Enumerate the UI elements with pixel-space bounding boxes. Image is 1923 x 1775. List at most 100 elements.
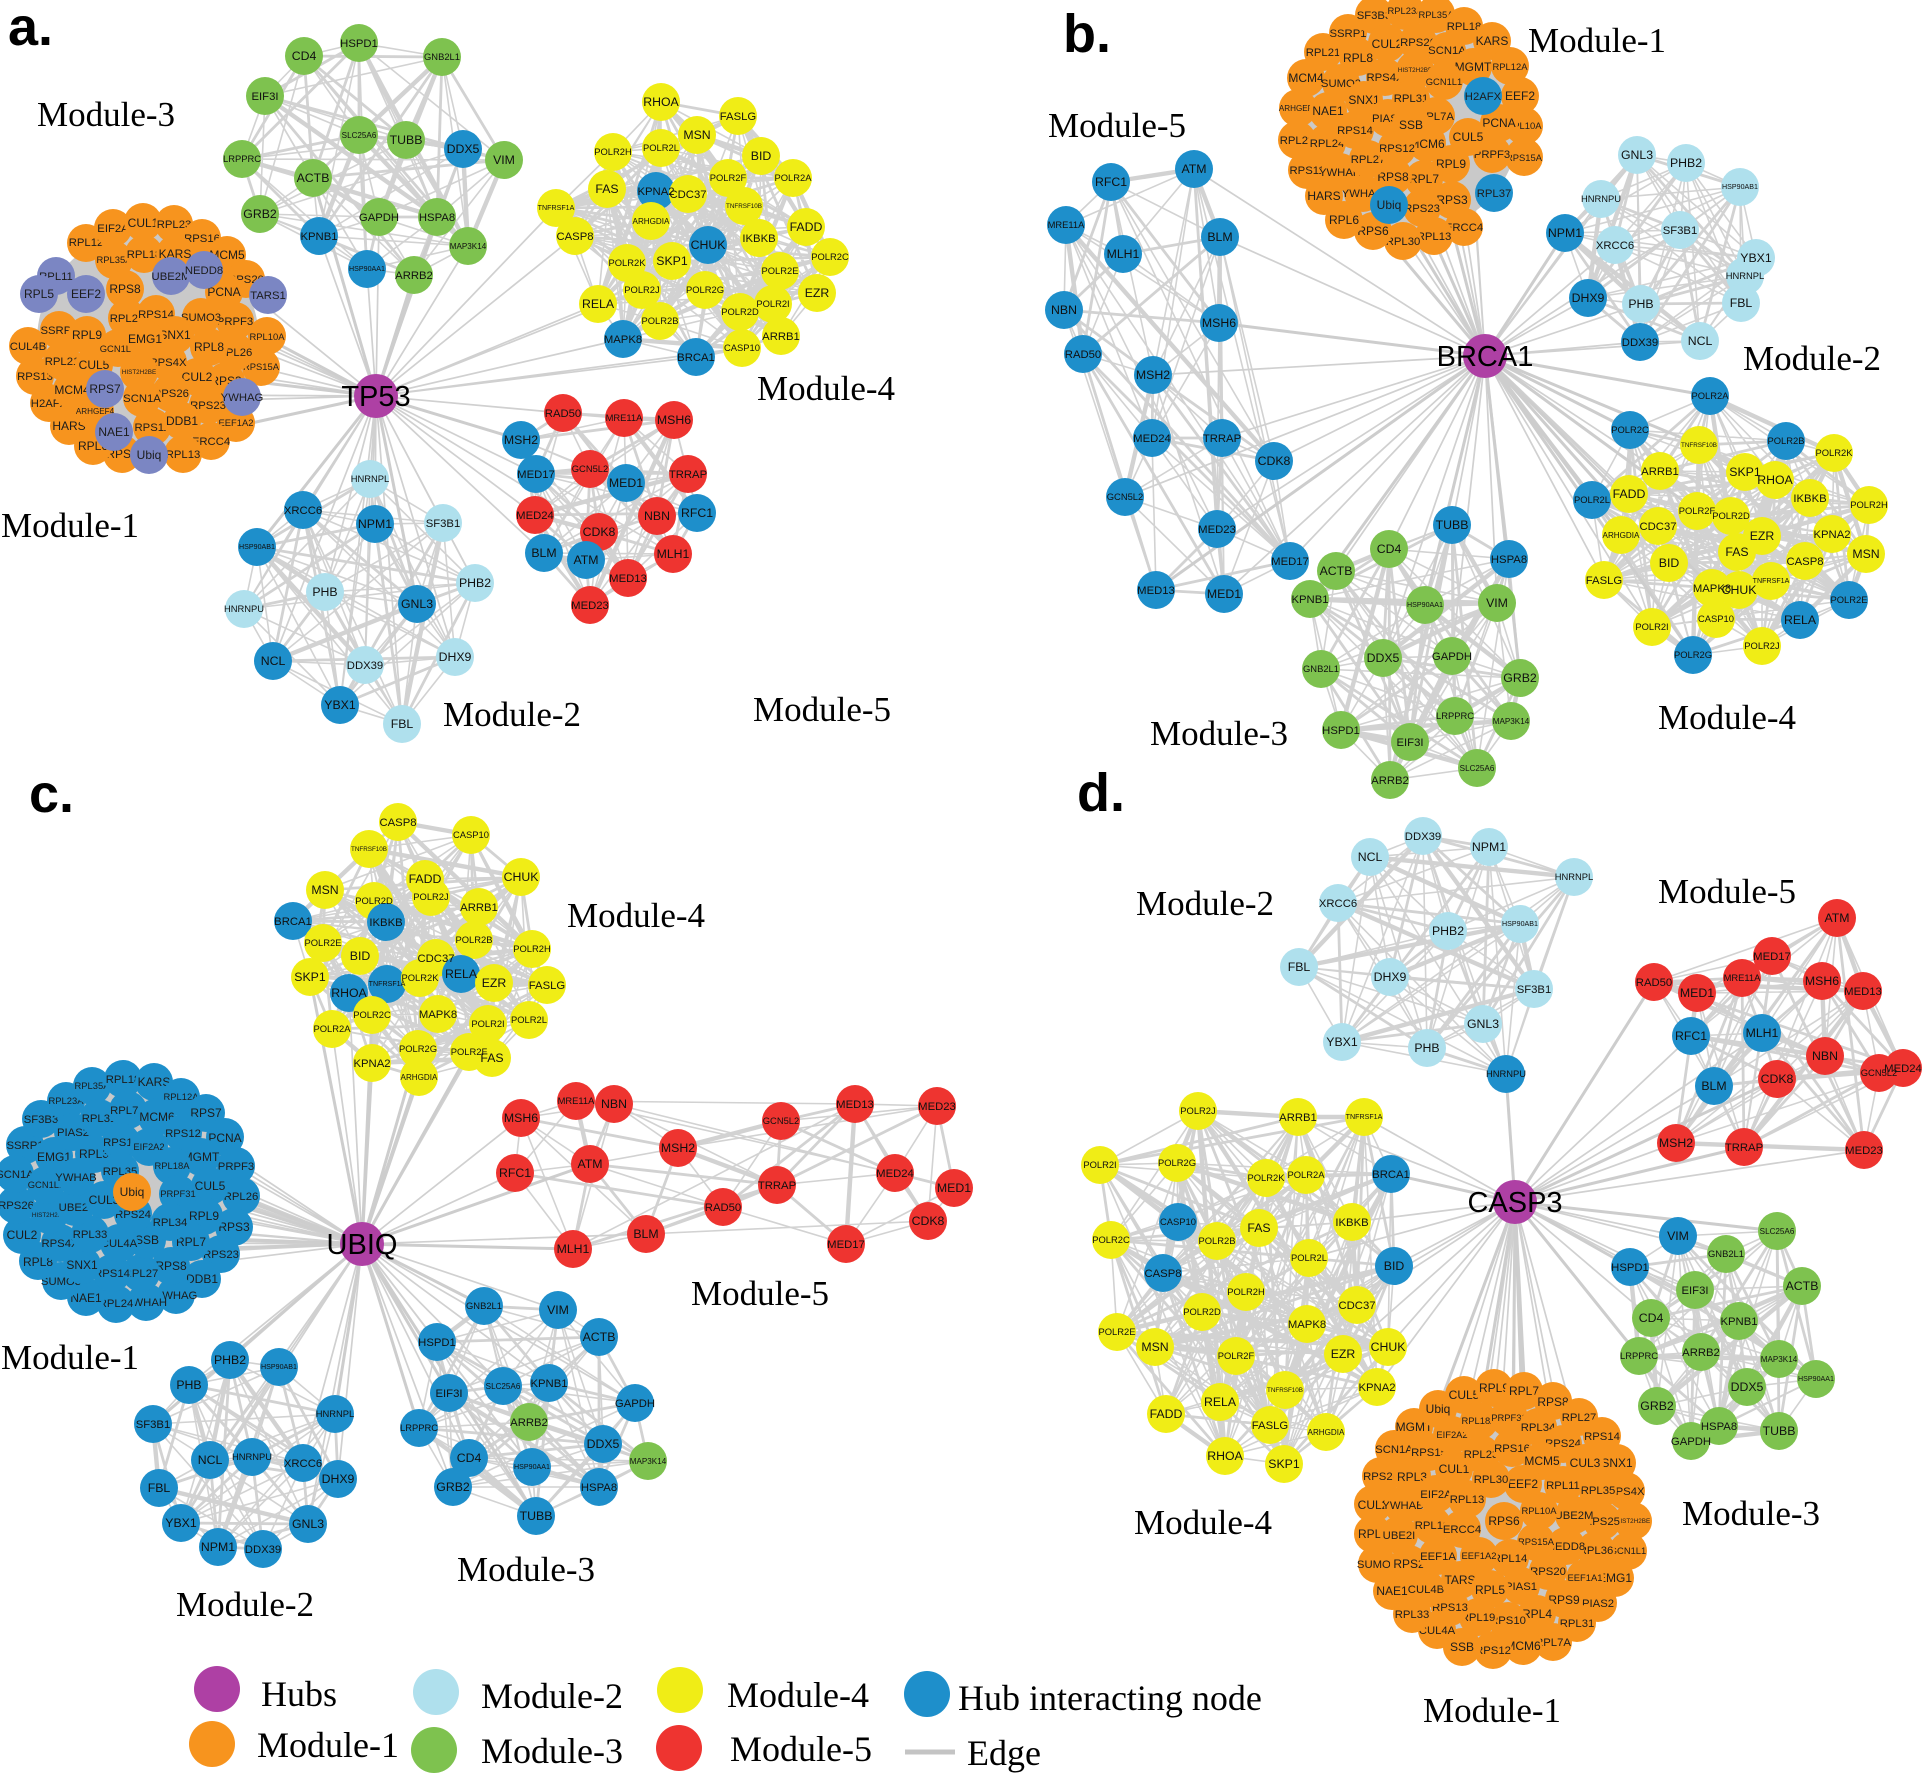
svg-text:PHB: PHB xyxy=(176,1378,201,1392)
svg-text:Module-3: Module-3 xyxy=(481,1731,623,1771)
svg-text:RPS23: RPS23 xyxy=(190,400,226,412)
svg-text:CUL4B: CUL4B xyxy=(10,341,46,353)
svg-text:YWHAG: YWHAG xyxy=(155,1290,198,1302)
svg-text:HNRNPU: HNRNPU xyxy=(1486,1068,1526,1079)
svg-text:IKBKB: IKBKB xyxy=(369,917,402,929)
svg-text:KARS: KARS xyxy=(138,1075,171,1089)
svg-text:NPM1: NPM1 xyxy=(201,1540,235,1554)
svg-text:POLR2G: POLR2G xyxy=(399,1043,437,1054)
svg-text:MLH1: MLH1 xyxy=(657,547,690,561)
svg-text:HNRNPL: HNRNPL xyxy=(316,1408,355,1419)
svg-text:CASP8: CASP8 xyxy=(379,817,416,829)
svg-text:RPL12: RPL12 xyxy=(1415,1520,1450,1532)
svg-text:GRB2: GRB2 xyxy=(1640,1399,1674,1413)
svg-text:RPS8: RPS8 xyxy=(1377,170,1409,184)
svg-text:POLR2J: POLR2J xyxy=(413,891,448,902)
svg-text:RPL23: RPL23 xyxy=(1464,1449,1499,1461)
svg-text:PHB: PHB xyxy=(1628,297,1653,311)
svg-text:POLR2B: POLR2B xyxy=(642,315,679,326)
svg-text:POLR2B: POLR2B xyxy=(1199,1235,1236,1246)
svg-text:RPL9: RPL9 xyxy=(1479,1381,1509,1395)
svg-text:CHUK: CHUK xyxy=(504,870,540,884)
svg-text:EIF3I: EIF3I xyxy=(436,1388,463,1400)
svg-text:NBN: NBN xyxy=(644,509,670,523)
svg-text:RFC1: RFC1 xyxy=(499,1166,531,1180)
svg-text:RPL7: RPL7 xyxy=(1409,172,1439,186)
svg-text:BID: BID xyxy=(1659,556,1680,570)
svg-text:CUL5: CUL5 xyxy=(195,1179,226,1193)
svg-text:NAE1: NAE1 xyxy=(1376,1584,1408,1598)
svg-text:TRRAP: TRRAP xyxy=(1203,433,1241,445)
svg-text:GAPDH: GAPDH xyxy=(359,212,399,224)
svg-text:PHB2: PHB2 xyxy=(1432,924,1464,938)
svg-text:KPNB1: KPNB1 xyxy=(1720,1316,1757,1328)
svg-text:POLR2A: POLR2A xyxy=(314,1023,352,1034)
svg-text:RFC1: RFC1 xyxy=(1095,175,1127,189)
svg-text:RPS24: RPS24 xyxy=(115,1209,151,1221)
svg-text:CASP10: CASP10 xyxy=(1698,613,1734,624)
svg-text:MSH2: MSH2 xyxy=(1136,368,1170,382)
svg-text:RPS23: RPS23 xyxy=(1404,203,1440,215)
svg-text:RPL13: RPL13 xyxy=(166,449,201,461)
svg-text:CD4: CD4 xyxy=(457,1451,482,1465)
svg-text:RAD50: RAD50 xyxy=(545,408,581,420)
svg-text:VIM: VIM xyxy=(1486,596,1508,610)
svg-text:SNX1: SNX1 xyxy=(159,328,191,342)
svg-text:Module-2: Module-2 xyxy=(1136,884,1274,923)
svg-text:ARHGEF4: ARHGEF4 xyxy=(76,407,115,416)
svg-text:HSPA8: HSPA8 xyxy=(1491,554,1527,566)
svg-text:POLR2I: POLR2I xyxy=(1083,1159,1116,1170)
svg-text:GNB2L1: GNB2L1 xyxy=(1303,663,1339,674)
svg-text:PHB2: PHB2 xyxy=(214,1353,246,1367)
svg-text:RPS4X: RPS4X xyxy=(1366,72,1404,84)
svg-text:XRCC6: XRCC6 xyxy=(1319,898,1357,910)
svg-text:CASP10: CASP10 xyxy=(1160,1216,1196,1227)
svg-text:RPS11: RPS11 xyxy=(135,422,170,434)
svg-text:POLR2K: POLR2K xyxy=(402,972,440,983)
svg-text:ARRB1: ARRB1 xyxy=(762,331,800,343)
svg-text:UBIQ: UBIQ xyxy=(327,1229,398,1261)
svg-text:NBN: NBN xyxy=(601,1097,627,1111)
svg-text:RPS8: RPS8 xyxy=(155,1259,187,1273)
svg-text:ARHGDIA: ARHGDIA xyxy=(633,217,670,226)
svg-text:SKP1: SKP1 xyxy=(1729,465,1761,479)
svg-text:HSPD1: HSPD1 xyxy=(1322,725,1360,737)
svg-text:NPM1: NPM1 xyxy=(358,517,392,531)
svg-text:EMG1: EMG1 xyxy=(37,1150,71,1164)
svg-text:DDX5: DDX5 xyxy=(1731,1380,1764,1394)
svg-text:POLR2E: POLR2E xyxy=(1831,594,1868,605)
svg-text:VIM: VIM xyxy=(1667,1229,1689,1243)
svg-text:RPS8: RPS8 xyxy=(1537,1395,1569,1409)
svg-text:POLR2K: POLR2K xyxy=(1816,447,1854,458)
svg-text:SSB: SSB xyxy=(1450,1640,1474,1654)
svg-text:MED17: MED17 xyxy=(517,469,555,481)
svg-text:POLR2I: POLR2I xyxy=(471,1018,504,1029)
svg-text:MLH1: MLH1 xyxy=(1746,1026,1779,1040)
svg-text:Module-5: Module-5 xyxy=(691,1274,829,1313)
svg-text:Module-5: Module-5 xyxy=(1048,106,1186,145)
svg-text:EIF2A: EIF2A xyxy=(1420,1489,1452,1501)
svg-text:RHOA: RHOA xyxy=(1207,1449,1243,1463)
svg-text:CDK8: CDK8 xyxy=(912,1214,945,1228)
svg-text:POLR2F: POLR2F xyxy=(710,172,747,183)
svg-text:NEDD8: NEDD8 xyxy=(185,265,223,277)
svg-text:EZR: EZR xyxy=(1331,1347,1356,1361)
svg-text:GNB2L1: GNB2L1 xyxy=(466,1300,502,1311)
svg-text:CUL3: CUL3 xyxy=(1570,1456,1601,1470)
svg-text:RHOA: RHOA xyxy=(331,986,367,1000)
svg-text:MGMT: MGMT xyxy=(1455,60,1492,74)
svg-text:EIF2A: EIF2A xyxy=(97,223,129,235)
svg-text:VIM: VIM xyxy=(493,153,515,167)
svg-text:CASP8: CASP8 xyxy=(1144,1268,1181,1280)
svg-text:Module-4: Module-4 xyxy=(757,369,895,408)
svg-text:NCL: NCL xyxy=(1688,334,1713,348)
svg-text:RPL6: RPL6 xyxy=(1329,213,1359,227)
svg-text:SSRP1: SSRP1 xyxy=(6,1140,43,1152)
svg-text:POLR2E: POLR2E xyxy=(762,265,799,276)
svg-text:HNRNPU: HNRNPU xyxy=(1581,193,1621,204)
svg-text:KPNB1: KPNB1 xyxy=(300,231,337,243)
svg-text:SCN1A: SCN1A xyxy=(123,393,161,405)
svg-text:TUBB: TUBB xyxy=(1436,518,1469,532)
svg-text:RPL10A: RPL10A xyxy=(1507,120,1543,131)
svg-text:MSH6: MSH6 xyxy=(657,413,691,427)
